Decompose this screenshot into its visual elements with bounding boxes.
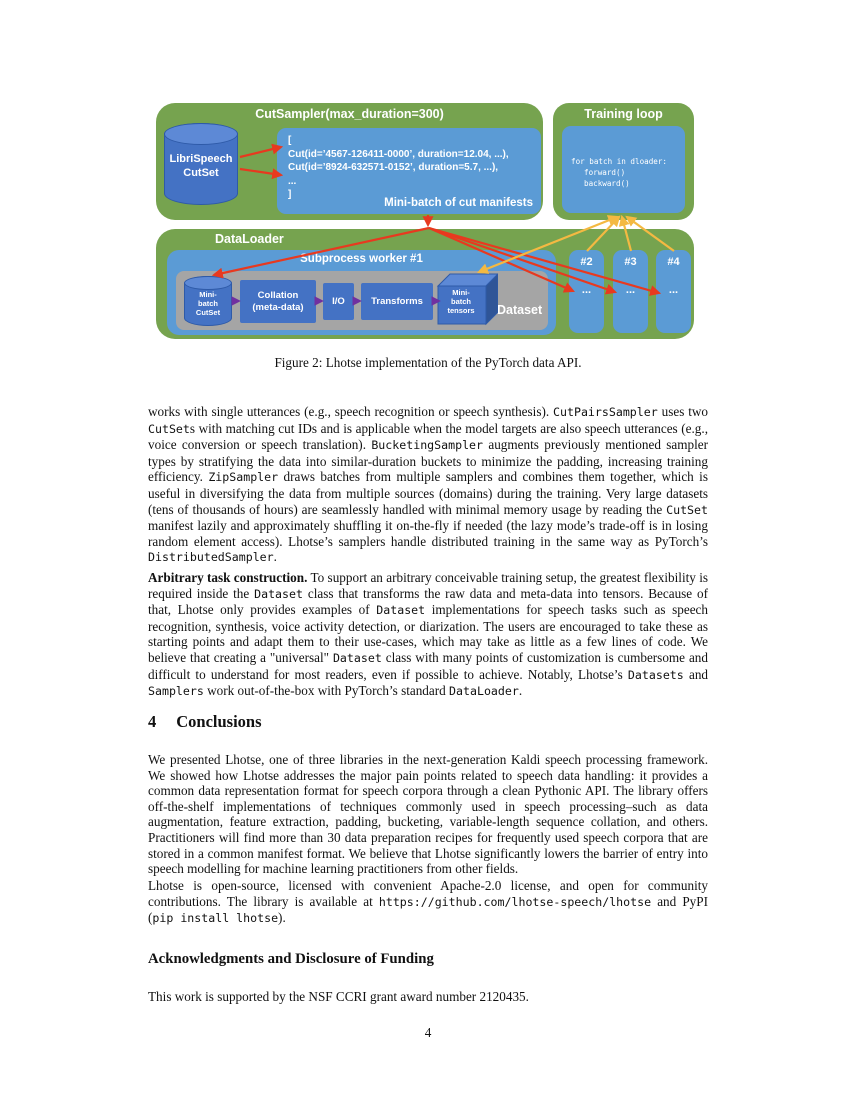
section-heading-conclusions: 4 Conclusions [148, 712, 708, 732]
code-line: forward() [584, 168, 626, 177]
code-line: for batch in dloader: [571, 157, 668, 166]
code-line: ] [288, 189, 292, 200]
text-segment: Dataset [332, 650, 382, 665]
transforms-box: Transforms [361, 283, 433, 320]
paragraph-opensource: Lhotse is open-source, licensed with con… [148, 878, 708, 927]
text-segment: work out-of-the-box with PyTorch’s stand… [203, 683, 450, 699]
text-segment: implementations for speech tasks such as… [148, 602, 708, 665]
tensors-label: Mini- batch tensors [438, 288, 484, 315]
section-heading-acknowledgments: Acknowledgments and Disclosure of Fundin… [148, 951, 434, 967]
cylinder-label-line2: CutSet [183, 167, 219, 179]
text-segment: class that transforms the raw data and m… [148, 585, 708, 618]
text-segment: draws batches from multiple samplers and… [148, 469, 708, 517]
code-line: backward() [584, 179, 630, 188]
text-segment: works with single utterances (e.g., spee… [148, 404, 554, 419]
tensors-line1: Mini- [452, 288, 470, 297]
text-segment: CutPairsSampler [553, 405, 658, 419]
worker-column-4: #4 ... [656, 250, 691, 333]
text-segment: ). [278, 910, 286, 926]
text-segment: DataLoader [449, 684, 519, 699]
librispeech-cutset-cylinder: LibriSpeech CutSet [164, 123, 238, 205]
worker-dots: ... [625, 284, 636, 296]
github-url[interactable]: https://github.com/lhotse-speech/lhotse [378, 894, 652, 909]
collation-line2: (meta-data) [252, 301, 304, 313]
worker-column-3: #3 ... [613, 250, 648, 333]
io-box: I/O [323, 283, 354, 320]
text-segment: CutSet [148, 421, 190, 436]
text-segment: Dataset [376, 603, 426, 618]
section-title: Conclusions [176, 712, 262, 731]
text-segment: . [518, 683, 523, 699]
paragraph-funding: This work is supported by the NSF CCRI g… [148, 989, 708, 1005]
cylinder-label-line1: LibriSpeech [169, 153, 233, 165]
text-segment: augments previously mentioned sampler ty… [148, 437, 708, 485]
paragraph-conclusions: We presented Lhotse, one of three librar… [148, 752, 708, 877]
cut-manifest-codebox: [ Cut(id=’4567-126411-0000’, duration=12… [277, 128, 541, 214]
paragraph-samplers: works with single utterances (e.g., spee… [148, 404, 708, 566]
text-segment: Samplers [148, 684, 204, 699]
text-segment: We presented Lhotse, one of three librar… [148, 752, 708, 877]
tensors-line2: batch [450, 297, 471, 306]
minibatch-manifests-label: Mini-batch of cut manifests [384, 197, 533, 209]
tensors-line3: tensors [447, 306, 475, 315]
dataset-label: Dataset [497, 303, 543, 317]
text-segment: and [683, 666, 709, 682]
mini-cutset-line2: batch [197, 299, 218, 308]
worker-column-2: #2 ... [569, 250, 604, 333]
page-number: 4 [424, 1025, 432, 1040]
text-segment: class with many points of customization … [148, 649, 708, 682]
text-segment: s with matching cut IDs and is applicabl… [148, 420, 708, 453]
text-segment: . [273, 549, 277, 565]
text-segment: Dataset [254, 586, 303, 601]
worker-dots: ... [668, 284, 679, 296]
dataloader-title: DataLoader [215, 232, 284, 246]
cutsampler-title: CutSampler(max_duration=300) [255, 107, 444, 121]
subprocess-worker-title: Subprocess worker #1 [300, 253, 423, 265]
text-segment: CutSet [666, 502, 708, 517]
section-number: 4 [148, 712, 157, 731]
cylinder-cap [184, 276, 232, 290]
text-segment: uses two [657, 404, 708, 419]
training-loop-codebox: for batch in dloader: forward() backward… [562, 126, 685, 213]
text-segment: Arbitrary task construction. [148, 570, 308, 585]
text-segment: manifest lazily and approximately shuffl… [148, 518, 708, 549]
text-segment: and PyPI ( [148, 893, 708, 926]
text-segment: DistributedSampler [148, 550, 274, 565]
code-line: [ [288, 135, 292, 146]
mini-cutset-line3: CutSet [195, 308, 221, 317]
text-segment: To support an arbitrary conceivable trai… [148, 570, 708, 601]
worker-label: #4 [667, 256, 680, 268]
mini-cutset-line1: Mini- [199, 290, 217, 299]
cylinder-cap [164, 123, 238, 145]
code-line: Cut(id=’4567-126411-0000’, duration=12.0… [288, 148, 509, 160]
text-segment: ZipSampler [208, 470, 279, 485]
text-segment: This work is supported by the NSF CCRI g… [148, 989, 529, 1004]
worker-dots: ... [581, 284, 592, 296]
collation-line1: Collation [257, 290, 299, 301]
code-line: ... [288, 175, 297, 187]
figure-caption: Figure 2: Lhotse implementation of the P… [274, 355, 582, 370]
code-line: Cut(id=’8924-632571-0152’, duration=5.7,… [288, 162, 499, 173]
text-segment: pip install lhotse [152, 911, 279, 926]
text-segment: Lhotse is open-source, licensed with con… [148, 878, 708, 909]
training-loop-title: Training loop [584, 107, 663, 121]
paragraph-arbitrary-task: Arbitrary task construction. To support … [148, 570, 708, 700]
minibatch-cutset-cylinder: Mini- batch CutSet [184, 276, 232, 326]
worker-label: #3 [624, 256, 637, 268]
worker-label: #2 [580, 256, 593, 268]
collation-box: Collation (meta-data) [240, 280, 316, 323]
text-segment: Datasets [627, 667, 684, 682]
text-segment: BucketingSampler [371, 438, 484, 453]
